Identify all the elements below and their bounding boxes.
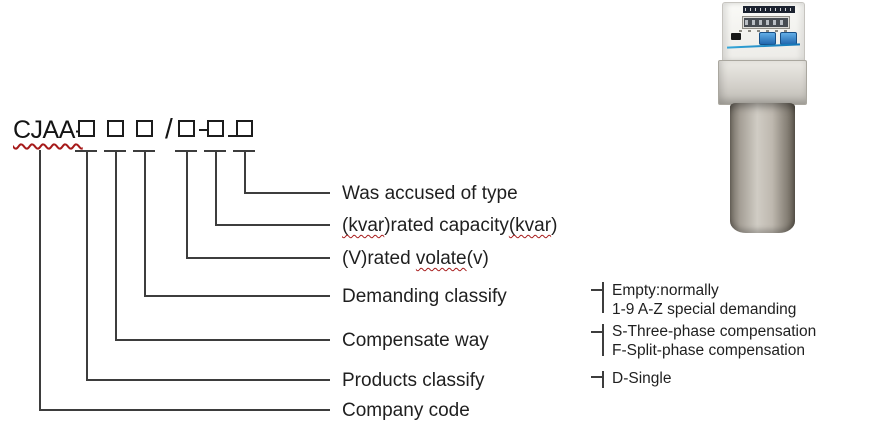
label-rated-capacity-seg: ) xyxy=(551,215,558,236)
annotation-line: S-Three-phase compensation xyxy=(612,323,817,340)
label-was-accused-of-type: Was accused of type xyxy=(342,183,518,204)
device-display-digits xyxy=(744,18,788,27)
device-label-row xyxy=(739,30,791,32)
connector-rated-capacity xyxy=(215,150,330,226)
annotation-products: D-Single xyxy=(612,369,671,388)
bracket-dash xyxy=(591,331,603,333)
device-button-left xyxy=(759,32,776,45)
device-connector xyxy=(731,33,741,40)
annotation-line: 1-9 A-Z special demanding xyxy=(612,301,797,318)
bracket-vline xyxy=(602,324,604,356)
model-code-separator: / xyxy=(165,113,173,144)
label-demanding-classify: Demanding classify xyxy=(342,286,507,307)
device-cylinder xyxy=(730,103,795,233)
code-hyphen-dash xyxy=(199,129,208,131)
device-display xyxy=(742,16,790,29)
device-blue-stripe xyxy=(726,43,801,49)
bracket-vline xyxy=(602,282,604,313)
label-company-code: Company code xyxy=(342,400,470,421)
label-rated-capacity-seg: )rated capacity xyxy=(384,215,509,236)
label-rated-capacity-seg: (kvar xyxy=(508,215,552,236)
label-rated-volate-seg: volate xyxy=(415,248,467,269)
bracket-dash xyxy=(591,289,603,291)
annotation-line: Empty:normally xyxy=(612,282,719,299)
code-hyphen-dash xyxy=(228,135,237,137)
device-title-strip xyxy=(743,6,795,13)
device-collar xyxy=(718,60,807,105)
label-rated-volate-seg: (v) xyxy=(466,248,489,269)
connector-demanding-classify xyxy=(144,150,330,297)
annotation-line: D-Single xyxy=(612,370,672,387)
code-placeholder-box xyxy=(107,120,124,137)
label-rated-capacity-seg: (kvar xyxy=(342,215,385,236)
annotation-compensate: S-Three-phase compensation F-Split-phase… xyxy=(612,322,816,360)
label-rated-volate-seg: (V)rated xyxy=(342,248,416,269)
label-products-classify: Products classify xyxy=(342,370,485,391)
annotation-line: F-Split-phase compensation xyxy=(612,342,805,359)
code-placeholder-box xyxy=(136,120,153,137)
bracket-dash xyxy=(591,376,603,378)
label-compensate-way: Compensate way xyxy=(342,330,489,351)
code-placeholder-box xyxy=(207,120,224,137)
model-code-prefix: CJAA- xyxy=(13,116,83,144)
connector-products-classify xyxy=(86,150,330,381)
label-rated-volate: (V)rated volate(v) xyxy=(342,248,489,270)
connector-company-code xyxy=(39,150,330,411)
connector-rated-volate xyxy=(186,150,330,259)
connector-compensate-way xyxy=(115,150,330,341)
code-placeholder-box xyxy=(78,120,95,137)
label-rated-capacity: (kvar)rated capacity(kvar) xyxy=(342,215,557,237)
bracket-vline xyxy=(602,371,604,388)
code-placeholder-box xyxy=(178,120,195,137)
code-placeholder-box xyxy=(236,120,253,137)
connector-was-accused xyxy=(244,150,330,194)
device-head xyxy=(722,2,805,61)
annotation-demanding: Empty:normally 1-9 A-Z special demanding xyxy=(612,281,796,319)
